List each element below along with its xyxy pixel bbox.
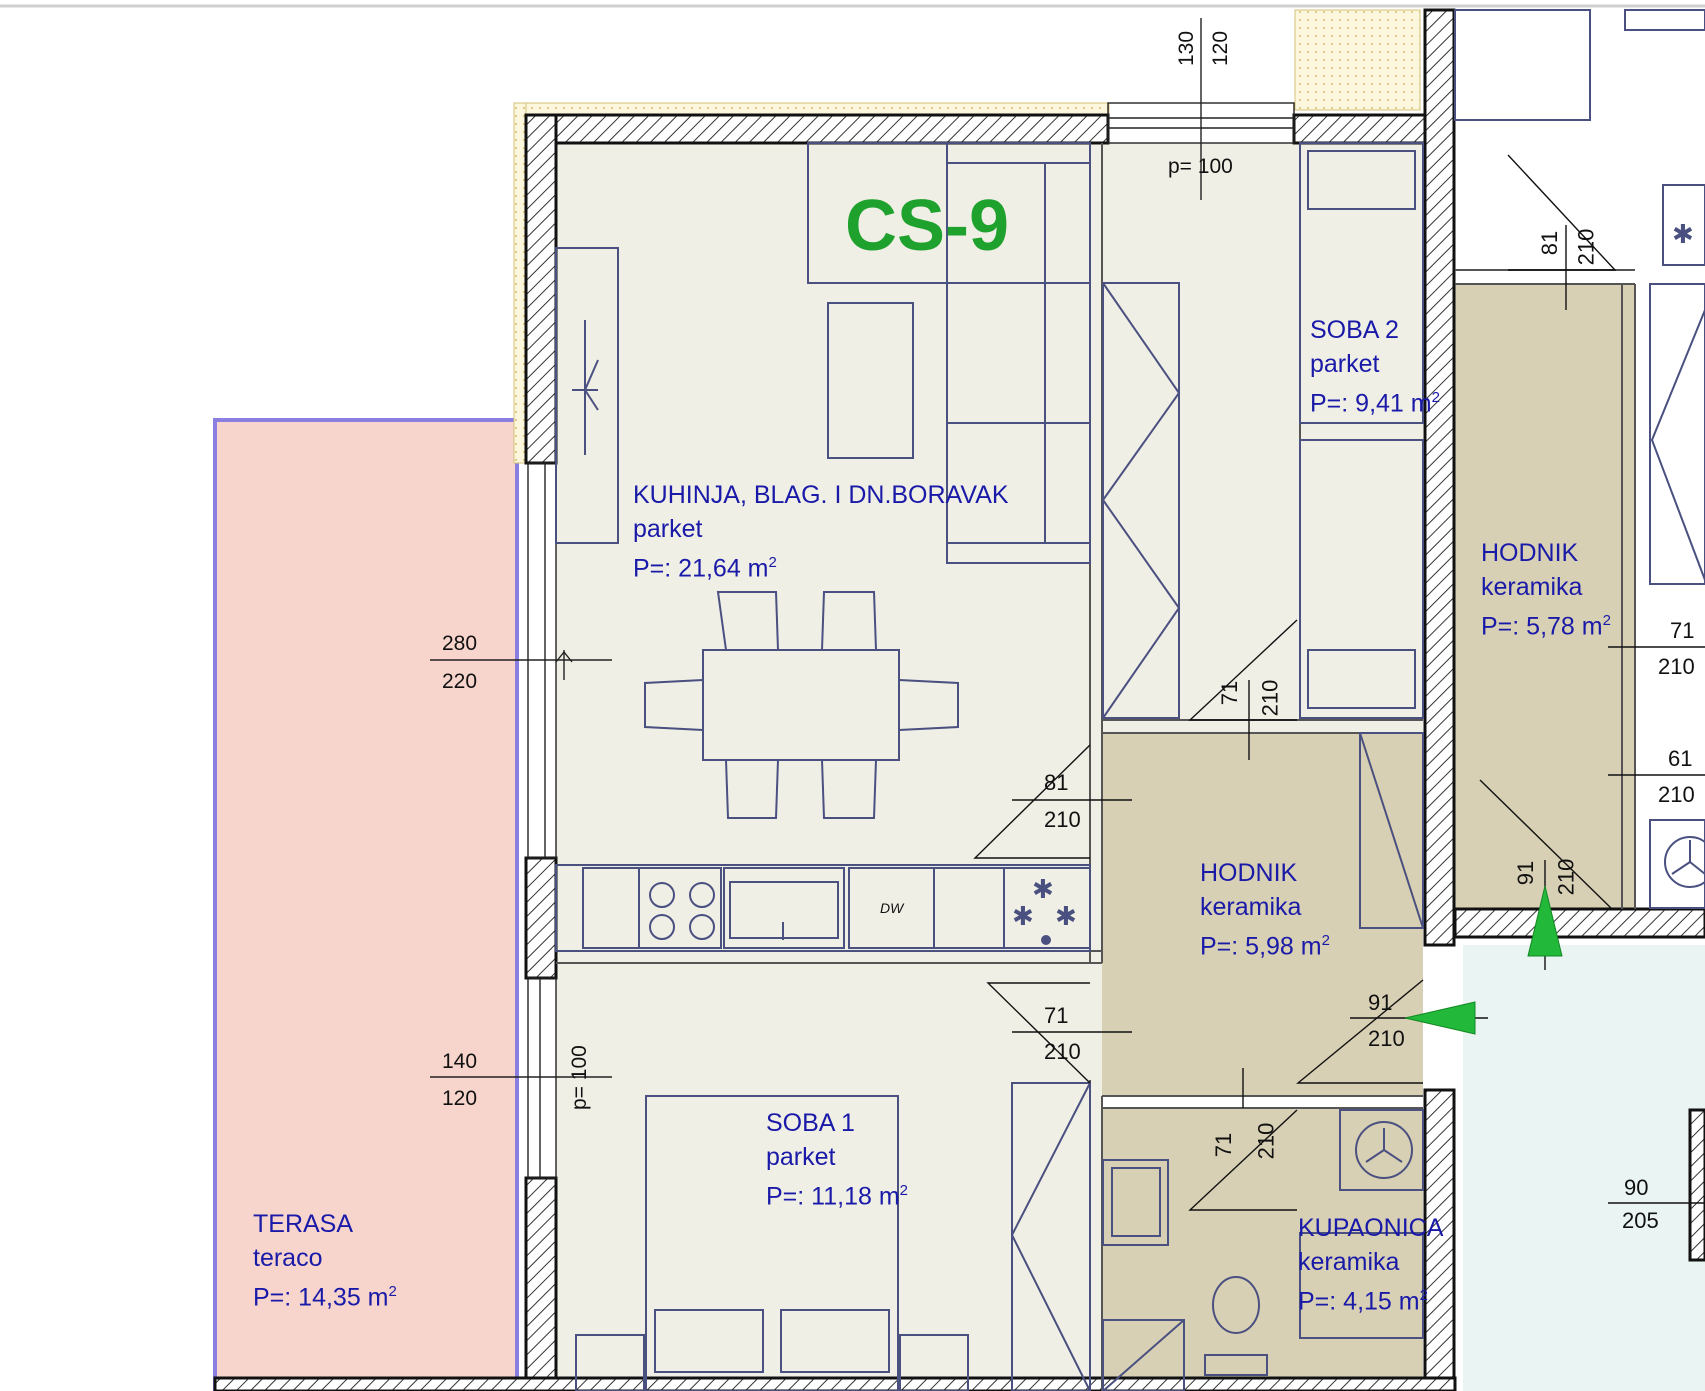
dim-terrace-door-b: 220 — [442, 670, 477, 693]
wall-right-lower — [1423, 1088, 1456, 1391]
dim-door-living-a: 81 — [1044, 770, 1069, 795]
wall-right-upper — [1423, 8, 1456, 947]
soba2-floor — [1102, 143, 1423, 733]
wall-bottom — [213, 1376, 1457, 1391]
dishwasher-label: DW — [880, 900, 905, 916]
entry-arrow-left-icon — [1404, 1001, 1476, 1035]
room-area: P=: 14,35 m2 — [253, 1283, 397, 1312]
dim-terrace-door-a: 280 — [442, 632, 477, 655]
room-floor: parket — [1310, 350, 1380, 378]
room-label-terasa: TERASA teraco P=: 14,35 m2 — [253, 1207, 397, 1314]
dim-top-window-p: p= 100 — [1168, 155, 1233, 178]
dim-door-soba1-a: 71 — [1044, 1003, 1069, 1028]
bed — [645, 1095, 899, 1391]
dim-bedroom-window-p: p= 100 — [568, 1045, 591, 1110]
entry-arrow-up-icon — [1527, 885, 1563, 957]
room-label-hodnik-right: HODNIK keramika P=: 5,78 m2 — [1481, 536, 1611, 643]
wardrobe-corridor — [1101, 142, 1424, 719]
common-corridor — [1463, 945, 1705, 1391]
fridge-snowflake-icon-3: ✱ — [1055, 902, 1077, 932]
right-snowflake-icon: ✱ — [1672, 220, 1694, 250]
room-floor: teraco — [253, 1244, 323, 1272]
room-label-soba2: SOBA 2 parket P=: 9,41 m2 — [1310, 313, 1440, 420]
dim-door-right-entry-b: 210 — [1553, 858, 1579, 896]
dim-door-far-right-b: 205 — [1622, 1208, 1659, 1233]
room-floor: keramika — [1298, 1248, 1400, 1276]
top-window — [1107, 18, 1295, 200]
dim-door-right-1-b: 210 — [1658, 654, 1695, 679]
terrace-door — [430, 462, 612, 859]
dim-door-soba2-a: 71 — [1217, 680, 1243, 706]
dim-top-window-b: 120 — [1209, 31, 1232, 66]
dim-door-soba2-b: 210 — [1257, 679, 1283, 717]
dim-door-right-entry-a: 91 — [1513, 860, 1539, 886]
dim-door-right-top-a: 81 — [1537, 230, 1563, 256]
sofa — [807, 142, 1091, 564]
bathroom-fixtures — [1102, 1109, 1424, 1391]
room-area: P=: 9,41 m2 — [1310, 389, 1440, 418]
dim-door-right-1-a: 71 — [1670, 618, 1695, 643]
room-area: P=: 5,78 m2 — [1481, 612, 1611, 641]
room-label-soba1: SOBA 1 parket P=: 11,18 m2 — [766, 1106, 908, 1213]
hodnik-center-floor — [1102, 733, 1423, 1096]
room-name: KUPAONICA — [1298, 1214, 1444, 1242]
room-floor: parket — [766, 1143, 836, 1171]
room-name: HODNIK — [1481, 539, 1579, 567]
wall-far-right — [1688, 1108, 1705, 1262]
room-name: KUHINJA, BLAG. I DN.BORAVAK — [633, 481, 1009, 509]
room-name: HODNIK — [1200, 859, 1298, 887]
room-floor: keramika — [1481, 573, 1583, 601]
tv-cabinet — [555, 247, 619, 544]
bedroom-window — [430, 977, 612, 1179]
insulation-strip-top-right — [1294, 9, 1421, 111]
wardrobe-soba1 — [1010, 1082, 1091, 1391]
dim-door-far-right-a: 90 — [1624, 1175, 1649, 1200]
dim-door-bath-a: 71 — [1211, 1132, 1237, 1158]
wardrobe-hodnik — [1359, 732, 1424, 929]
room-area: P=: 4,15 m2 — [1298, 1287, 1428, 1316]
dim-bedroom-window-b: 120 — [442, 1087, 477, 1110]
fridge-dot — [1041, 935, 1051, 945]
dim-door-living-b: 210 — [1044, 807, 1081, 832]
dim-door-soba1-b: 210 — [1044, 1039, 1081, 1064]
dining-table — [644, 591, 959, 819]
dim-door-right-top-b: 210 — [1573, 228, 1599, 266]
room-name: TERASA — [253, 1210, 354, 1238]
fridge-snowflake-icon: ✱ — [1032, 875, 1054, 905]
dim-door-right-2-a: 61 — [1668, 746, 1693, 771]
dim-bedroom-window-a: 140 — [442, 1050, 477, 1073]
room-label-living: KUHINJA, BLAG. I DN.BORAVAK parket P=: 2… — [633, 478, 1009, 585]
room-floor: keramika — [1200, 893, 1302, 921]
nightstand-left — [575, 1334, 645, 1391]
dim-top-window-a: 130 — [1175, 31, 1198, 66]
room-area: P=: 11,18 m2 — [766, 1182, 908, 1211]
room-label-kupaonica: KUPAONICA keramika P=: 4,15 m2 — [1298, 1211, 1443, 1318]
fridge-snowflake-icon-2: ✱ — [1012, 902, 1034, 932]
dim-door-entry-a: 91 — [1368, 990, 1393, 1015]
room-name: SOBA 2 — [1310, 316, 1399, 344]
room-area: P=: 5,98 m2 — [1200, 932, 1330, 961]
room-floor: parket — [633, 515, 703, 543]
room-label-hodnik-center: HODNIK keramika P=: 5,98 m2 — [1200, 856, 1330, 963]
dim-door-right-2-b: 210 — [1658, 782, 1695, 807]
nightstand-right — [899, 1334, 969, 1391]
room-area: P=: 21,64 m2 — [633, 554, 777, 583]
right-side-fixtures — [1454, 9, 1705, 909]
room-name: SOBA 1 — [766, 1109, 855, 1137]
kitchen-counter — [555, 864, 1091, 952]
living-floor — [556, 143, 1102, 963]
coffee-table — [827, 302, 914, 459]
dim-door-bath-b: 210 — [1253, 1122, 1279, 1160]
unit-tag: CS-9 — [845, 186, 1009, 266]
hodnik-right-floor — [1455, 284, 1635, 909]
dim-door-entry-b: 210 — [1368, 1026, 1405, 1051]
